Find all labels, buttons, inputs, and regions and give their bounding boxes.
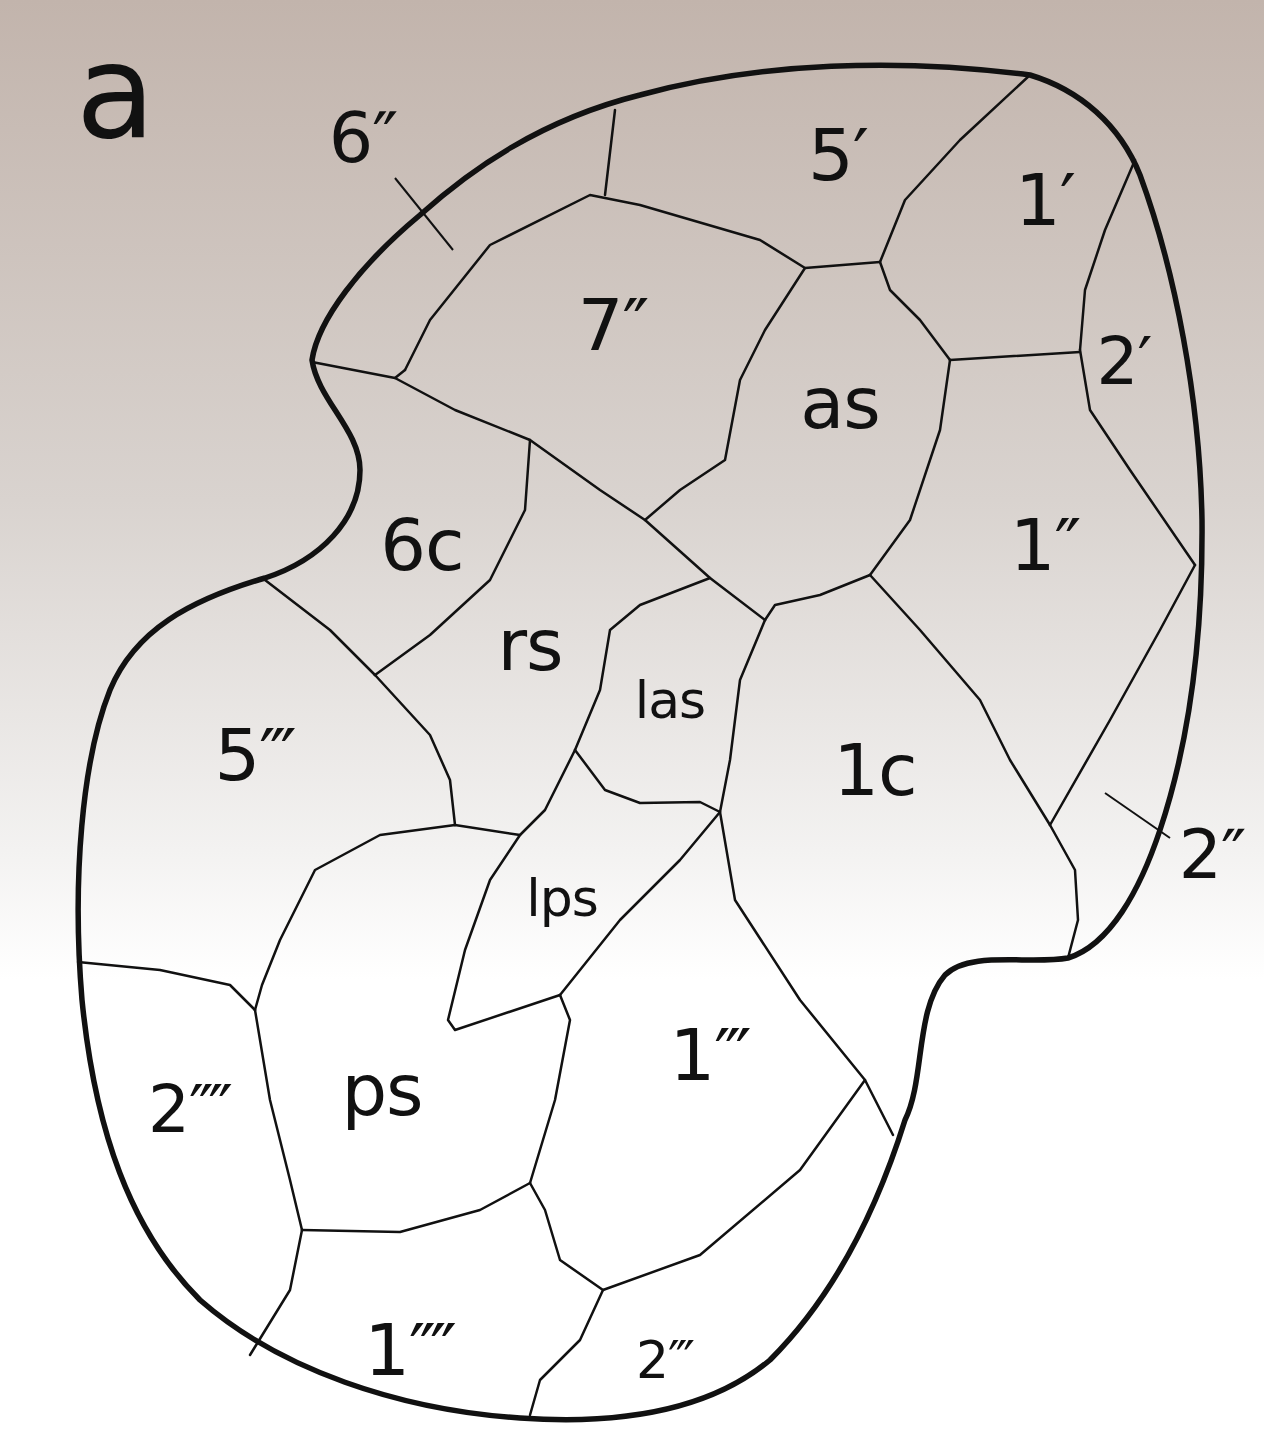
- leader-lines: [395, 178, 1170, 838]
- plate-label: 6c: [380, 509, 463, 581]
- plate-label: as: [800, 367, 880, 439]
- plate-label: 5‴: [214, 719, 295, 791]
- panel-letter: a: [76, 27, 155, 157]
- plate-label: 7″: [578, 289, 649, 361]
- plate-sutures: [78, 75, 1195, 1415]
- plate-label: 1c: [833, 734, 916, 806]
- plate-label: las: [635, 674, 705, 726]
- plate-label: 1′: [1015, 164, 1075, 236]
- plate-label: 2⁗: [148, 1077, 232, 1143]
- plate-label: 1⁗: [364, 1314, 456, 1386]
- plate-label: 1″: [1010, 509, 1081, 581]
- cell-outline: [78, 65, 1202, 1419]
- plate-label: 5′: [808, 119, 868, 191]
- plate-label: 2″: [1179, 821, 1246, 889]
- plate-label: 2‴: [636, 1334, 694, 1386]
- plate-label: 2′: [1097, 329, 1152, 395]
- plate-label: ps: [341, 1054, 422, 1126]
- plate-label: lps: [526, 872, 598, 924]
- plate-label: 6″: [329, 103, 398, 173]
- plate-label: rs: [497, 609, 562, 681]
- plate-label: 1‴: [669, 1019, 750, 1091]
